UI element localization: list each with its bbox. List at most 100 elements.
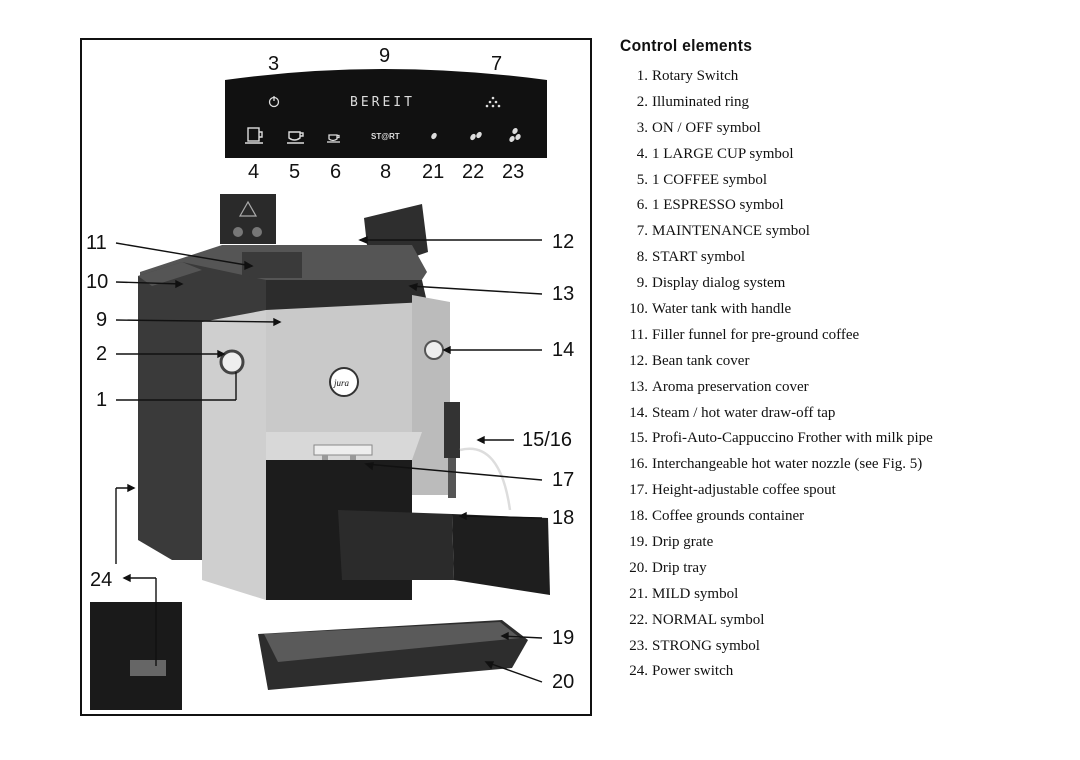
callout-1: 1 <box>96 389 107 411</box>
legend-item-label: Profi-Auto-Cappuccino Frother with milk … <box>652 430 933 447</box>
leader-lines <box>115 235 543 683</box>
legend-item-number: 17. <box>629 482 648 499</box>
legend-item: 15.Profi-Auto-Cappuccino Frother with mi… <box>620 428 933 454</box>
legend-item-number: 13. <box>629 378 648 395</box>
legend-item-label: NORMAL symbol <box>652 611 765 628</box>
legend-item-label: 1 ESPRESSO symbol <box>652 197 784 214</box>
legend-item-number: 3. <box>636 119 648 136</box>
legend-item-number: 18. <box>629 508 648 525</box>
legend-item-number: 22. <box>629 611 648 628</box>
espresso-cup-icon <box>327 134 340 143</box>
legend-item-number: 19. <box>629 534 648 551</box>
callout-5: 5 <box>289 161 300 183</box>
legend-item-label: Power switch <box>652 663 734 680</box>
legend-item-label: Water tank with handle <box>652 301 792 318</box>
on-off-icon <box>268 96 280 108</box>
callout-3: 3 <box>268 53 279 75</box>
legend-item-label: 1 COFFEE symbol <box>652 171 768 188</box>
legend-item-number: 6. <box>636 197 648 214</box>
legend-item-label: Display dialog system <box>652 275 786 292</box>
display-text: BEREIT <box>350 95 415 110</box>
legend-item-number: 21. <box>629 585 648 602</box>
legend-item: 1.Rotary Switch <box>620 66 933 92</box>
steam-tap-knob <box>424 340 444 360</box>
callout-13: 13 <box>552 283 574 305</box>
legend-item-label: Coffee grounds container <box>652 508 805 525</box>
legend-item: 19.Drip grate <box>620 532 933 558</box>
legend-item-label: STRONG symbol <box>652 637 760 654</box>
start-symbol: ST@RT <box>371 132 400 141</box>
callout-24: 24 <box>90 569 112 591</box>
legend-item: 3.ON / OFF symbol <box>620 118 933 144</box>
legend-item-number: 16. <box>629 456 648 473</box>
legend-item: 2.Illuminated ring <box>620 92 933 118</box>
filler-funnel <box>242 252 302 278</box>
legend-item-number: 8. <box>636 249 648 266</box>
warning-icon <box>238 200 258 217</box>
legend-item: 16.Interchangeable hot water nozzle (see… <box>620 454 933 480</box>
right-tower <box>412 295 450 495</box>
legend-item: 12.Bean tank cover <box>620 351 933 377</box>
milk-pipe <box>459 447 512 511</box>
legend-item: 10.Water tank with handle <box>620 299 933 325</box>
brand-logo-text: jura <box>333 378 350 388</box>
legend-item: 14.Steam / hot water draw-off tap <box>620 403 933 429</box>
legend-item: 20.Drip tray <box>620 558 933 584</box>
mild-bean-icon <box>431 132 437 140</box>
display-button-left <box>233 227 243 237</box>
legend-item: 9.Display dialog system <box>620 273 933 299</box>
legend-item: 22.NORMAL symbol <box>620 610 933 636</box>
maintenance-icon <box>485 96 501 108</box>
brand-logo <box>329 367 359 397</box>
callout-20: 20 <box>552 671 574 693</box>
legend-item-number: 10. <box>629 301 648 318</box>
display-button-right <box>252 227 262 237</box>
callout-22: 22 <box>462 161 484 183</box>
normal-beans-icon <box>470 131 482 141</box>
callout-12: 12 <box>552 231 574 253</box>
front-panel <box>266 298 422 432</box>
legend-item: 23.STRONG symbol <box>620 636 933 662</box>
callout-4: 4 <box>248 161 259 183</box>
power-switch-inset <box>90 602 182 710</box>
callout-10: 10 <box>86 271 108 293</box>
callout-9: 9 <box>96 309 107 331</box>
callout-2: 2 <box>96 343 107 365</box>
legend-item-number: 14. <box>629 404 648 421</box>
callout-19: 19 <box>552 627 574 649</box>
panel-body <box>225 69 547 158</box>
cappuccino-frother <box>444 402 460 458</box>
legend-item-number: 5. <box>636 171 648 188</box>
coffee-spout <box>313 444 373 456</box>
legend-item-label: START symbol <box>652 249 746 266</box>
callout-18: 18 <box>552 507 574 529</box>
callout-21: 21 <box>422 161 444 183</box>
callout-17: 17 <box>552 469 574 491</box>
legend-item: 8.START symbol <box>620 247 933 273</box>
callout-14: 14 <box>552 339 574 361</box>
legend-item: 17.Height-adjustable coffee spout <box>620 480 933 506</box>
legend-item-number: 23. <box>629 637 648 654</box>
machine-illustration: BEREIT ST@RT <box>86 45 574 710</box>
legend-item-label: MAINTENANCE symbol <box>652 223 810 240</box>
left-side-panel <box>202 310 266 600</box>
legend-item-label: Height-adjustable coffee spout <box>652 482 836 499</box>
coffee-cup-icon <box>287 131 304 144</box>
machine-figure: BEREIT ST@RT <box>80 38 592 716</box>
legend-item-number: 24. <box>629 663 648 680</box>
legend-item: 6.1 ESPRESSO symbol <box>620 195 933 221</box>
callout-23: 23 <box>502 161 524 183</box>
legend-item-label: 1 LARGE CUP symbol <box>652 145 794 162</box>
legend-item-label: ON / OFF symbol <box>652 119 761 136</box>
legend-item-label: Steam / hot water draw-off tap <box>652 404 836 421</box>
legend-item: 21.MILD symbol <box>620 584 933 610</box>
callout-11: 11 <box>86 232 107 254</box>
legend-item-number: 15. <box>629 430 648 447</box>
legend-item: 7.MAINTENANCE symbol <box>620 221 933 247</box>
legend-item-number: 20. <box>629 559 648 576</box>
callout-8: 8 <box>380 161 391 183</box>
grounds-container <box>338 510 454 580</box>
large-cup-icon <box>245 127 263 144</box>
legend-item-label: Rotary Switch <box>652 68 739 84</box>
